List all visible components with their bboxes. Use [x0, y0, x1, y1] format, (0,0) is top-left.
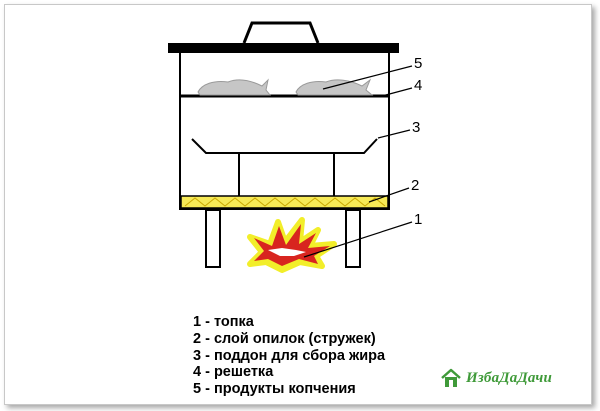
leader-3	[377, 129, 411, 139]
callout-5: 5	[414, 55, 422, 72]
smokehouse-body	[179, 53, 390, 210]
leader-4	[381, 87, 413, 97]
house-icon	[441, 368, 461, 387]
sawdust-texture	[184, 197, 386, 207]
callout-1: 1	[414, 211, 422, 228]
right-leg	[345, 209, 361, 268]
legend-item-2: 2 - слой опилок (стружек)	[193, 330, 376, 347]
leader-1	[303, 221, 413, 258]
legend-item-5: 5 - продукты копчения	[193, 381, 356, 398]
left-leg	[205, 209, 221, 268]
callout-3: 3	[412, 119, 420, 136]
leader-lines	[303, 65, 413, 258]
firebox-flame	[247, 217, 337, 273]
logo-text: ИзбаДаДачи	[466, 369, 553, 386]
leader-5	[322, 65, 413, 90]
leader-2	[368, 187, 410, 203]
smoked-fish	[197, 78, 374, 96]
legend-item-3: 3 - поддон для сбора жира	[193, 347, 386, 364]
lid-handle	[242, 21, 320, 44]
legend-item-4: 4 - решетка	[193, 364, 274, 381]
site-logo: ИзбаДаДачи	[440, 366, 552, 390]
lid	[168, 43, 399, 53]
legend: 1 - топка 2 - слой опилок (стружек) 3 - …	[193, 314, 385, 398]
legend-item-1: 1 - топка	[193, 314, 254, 330]
grease-tray	[191, 138, 378, 154]
callout-2: 2	[411, 177, 419, 194]
callout-4: 4	[414, 77, 422, 94]
